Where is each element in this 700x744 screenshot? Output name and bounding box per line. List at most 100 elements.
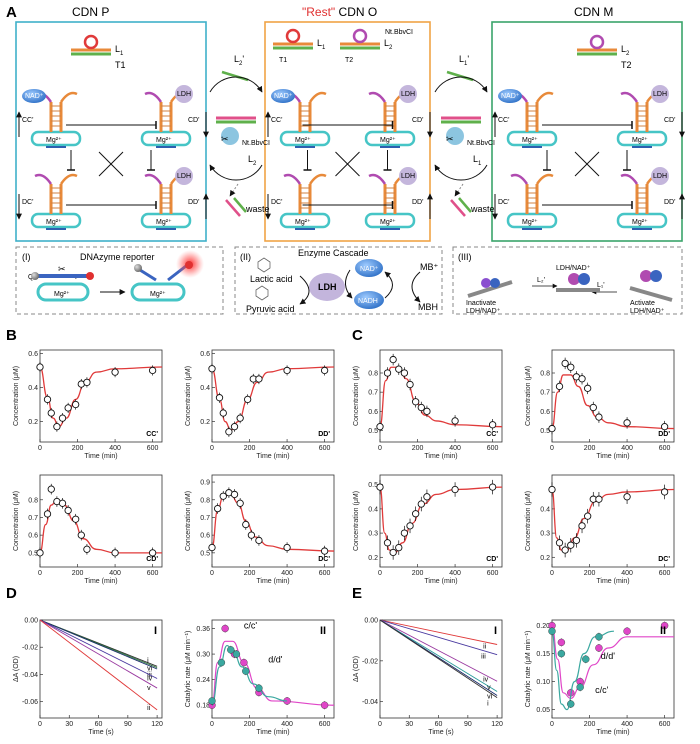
y-axis-label: Concentration (μM) [525,491,532,551]
y-tick-label: 0.20 [536,623,550,630]
inset1-quencher [31,272,39,280]
inset2-lactic: Lactic acid [250,274,293,284]
species-cd-mg: Mg²⁺ [156,137,172,144]
species-dc-mg: Mg²⁺ [295,219,311,226]
x-tick-label: 0 [210,445,214,452]
data-point [77,531,85,539]
y-tick-label: 0.9 [200,480,210,487]
data-point [47,485,55,493]
waste-strand-b [233,197,247,213]
y-axis-label: Concentration (μM) [525,366,532,426]
species-dd-mg: Mg²⁺ [632,219,648,226]
x-tick-label: 0 [378,445,382,452]
series-label-v: v [147,685,151,692]
data-point [36,549,44,557]
nicking-enzyme-icon [446,127,464,145]
inset1-mg: Mg²⁺ [54,291,70,298]
nad-icon [22,89,46,103]
inset1-substrate [38,274,88,278]
x-axis-label: Time (min) [84,578,117,585]
fit-curve [551,374,675,430]
series-line-iv [379,619,498,682]
cycle-output-sub: 1 [478,161,482,167]
data-point [572,536,581,545]
y-axis-label: Concentration (μM) [185,366,192,426]
data-point [53,423,61,431]
y-tick-label: 0.5 [200,550,210,557]
series-label-v: v [487,684,491,691]
data-point [36,363,44,371]
inset3-bar-right [629,286,673,302]
ldh-icon [651,85,669,103]
species-label: DC' [271,199,282,206]
series-label-ii: ii [147,705,151,712]
inset2-ldh: LDH [318,282,337,292]
data-point [208,365,216,373]
series-label-iv: iv [147,676,153,683]
data-point [213,504,222,513]
data-point [555,382,564,391]
cross-b [574,151,600,177]
y-tick-label: 0.5 [540,428,550,435]
x-axis-label: Time (min) [256,578,289,585]
data-point [83,378,91,387]
series-line-v [39,619,158,689]
ldh-icon [399,167,417,185]
fit-curve [551,488,675,551]
m-L2-hairpin [589,34,605,50]
species-dd-mg: Mg²⁺ [380,219,396,226]
plot-C-CD-frame [379,474,503,568]
x-tick-label: 200 [72,570,84,577]
fit-curve-d/d' [211,644,288,706]
inset3-pair: LDH/NAD⁺ [556,265,591,272]
cycle-input-sub: 1 [464,61,468,67]
title-rest: "Rest" [302,5,335,19]
o-L2-hairpin [352,28,368,44]
plot-B-CC-frame [39,349,163,443]
cross-b [335,151,360,177]
mb-arrow [411,271,421,303]
y-tick-label: 0.10 [536,679,550,686]
y-tick-label: 0.36 [196,626,210,633]
x-tick-label: 60 [435,721,443,728]
inset2-roman: (II) [240,252,251,262]
series-label-vi: vi [147,666,153,673]
y-axis-label: Concentration (μM) [13,366,20,426]
inset1-fluorophore [86,272,94,280]
inset3-l2p: L₂' [537,277,545,284]
x-tick-label: 30 [65,721,73,728]
x-tick-label: 90 [124,721,132,728]
species-dc-loop [506,212,558,229]
data-point [219,409,227,417]
x-tick-label: 0 [378,721,382,728]
p-L1-hairpin [83,34,99,50]
lactate-arrow [299,275,310,305]
data-point [400,369,409,377]
ldh-label: LDH [177,91,191,98]
data-point [412,510,420,518]
y-tick-label: 0.8 [368,371,378,378]
series-label-i: i [487,701,489,708]
x-tick-label: 200 [244,445,256,452]
data-point [451,417,459,425]
ldh-label: LDH [653,173,667,180]
data-point [395,365,403,373]
title-cdn-p: CDN P [72,5,109,19]
x-tick-label: 120 [491,721,503,728]
roman-numeral: II [660,625,666,637]
inset-switch-box [452,246,683,315]
x-axis-label: Time (min) [424,578,457,585]
data-point [64,404,72,412]
series-line-v [379,619,498,692]
fit-curve [211,366,335,431]
x-tick-label: 600 [147,570,159,577]
y-tick-label: 0.2 [28,419,38,426]
m-T2: T2 [621,60,632,70]
species-dd-loop [364,212,416,229]
y-tick-label: 0.6 [540,409,550,416]
